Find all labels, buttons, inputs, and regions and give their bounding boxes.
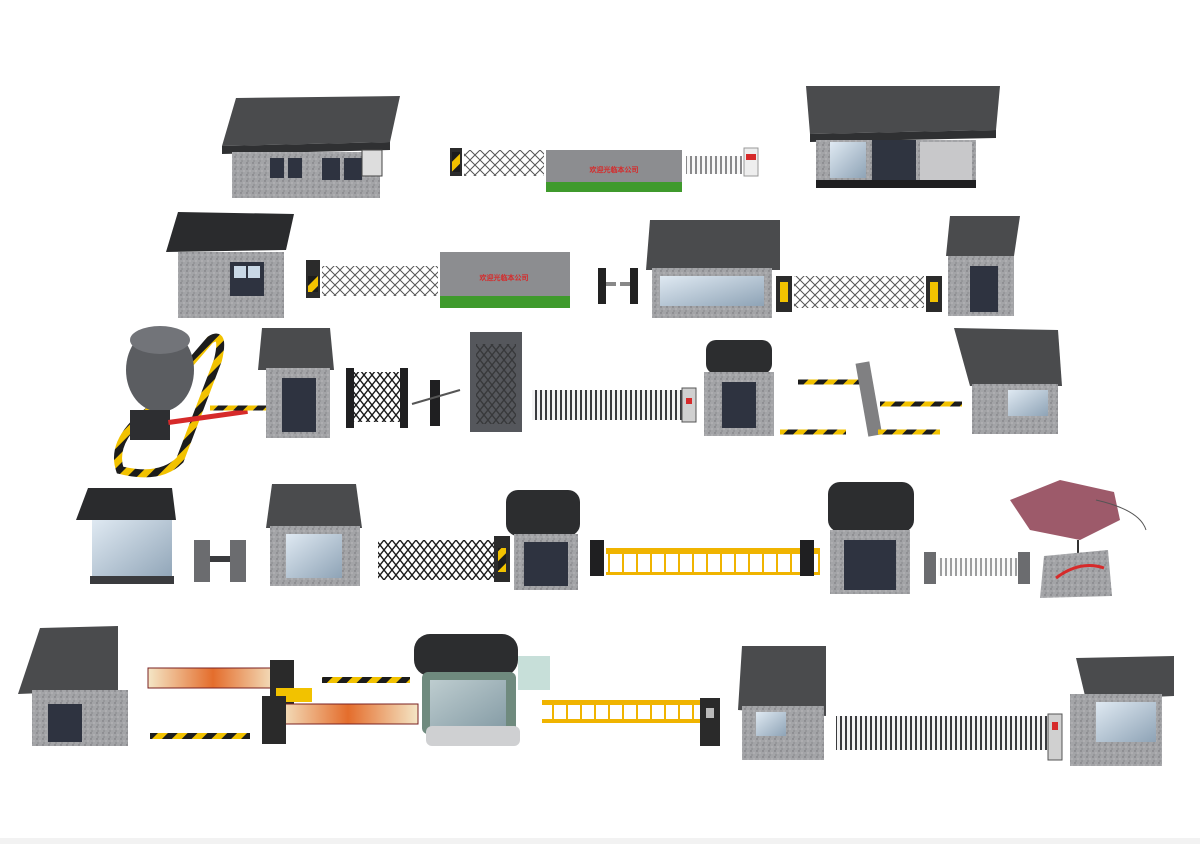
sliding-gate-5 (836, 713, 1063, 761)
sentry-box-rounded-3 (704, 340, 774, 436)
island-booth-round (114, 326, 248, 478)
glass-booth-4 (76, 488, 176, 584)
entrance-sign-1: 欢迎光临本公司 (546, 150, 682, 192)
sentry-box-3 (258, 328, 334, 438)
bottom-edge (0, 838, 1200, 844)
sign-text-1: 欢迎光临本公司 (589, 165, 639, 174)
gatehouse-canopy-2 (646, 220, 780, 318)
sentry-box-rounded-4a (506, 490, 580, 590)
gatehouse-wide-1 (222, 96, 400, 198)
turnstile-3 (411, 380, 461, 426)
gatehouse-small-2 (166, 212, 294, 318)
sentry-box-2 (946, 216, 1020, 316)
sliding-gate-3 (532, 387, 697, 423)
picket-fence-1 (686, 147, 759, 177)
turnstile-2 (598, 268, 638, 304)
sentry-box-5a (18, 626, 128, 746)
gatehouse-small-3 (954, 328, 1062, 434)
kiosk-booth-5 (414, 634, 550, 746)
retractable-gate-3 (776, 276, 942, 312)
sentry-box-4 (266, 484, 362, 586)
sentry-box-5c (1070, 656, 1174, 766)
swing-gate-3 (346, 368, 408, 428)
swing-gate-4 (924, 552, 1030, 584)
retractable-gate-4 (378, 536, 510, 582)
entrance-sign-2: 欢迎光临本公司 (440, 252, 570, 308)
sentry-box-5b (738, 646, 826, 760)
retractable-gate-2 (306, 260, 438, 298)
fence-barrier-4 (590, 540, 820, 576)
glass-booth-3 (470, 332, 522, 432)
turnstile-4 (194, 540, 246, 582)
sign-text-2: 欢迎光临本公司 (479, 273, 529, 282)
advertising-barrier-5 (147, 660, 419, 744)
barrier-gate-3 (780, 361, 962, 437)
ladder-barrier-5 (542, 698, 720, 746)
umbrella-post-4 (1010, 480, 1147, 598)
sentry-box-rounded-4b (828, 482, 914, 594)
retractable-gate-1 (450, 148, 544, 176)
gatehouse-large-1 (806, 86, 1000, 188)
